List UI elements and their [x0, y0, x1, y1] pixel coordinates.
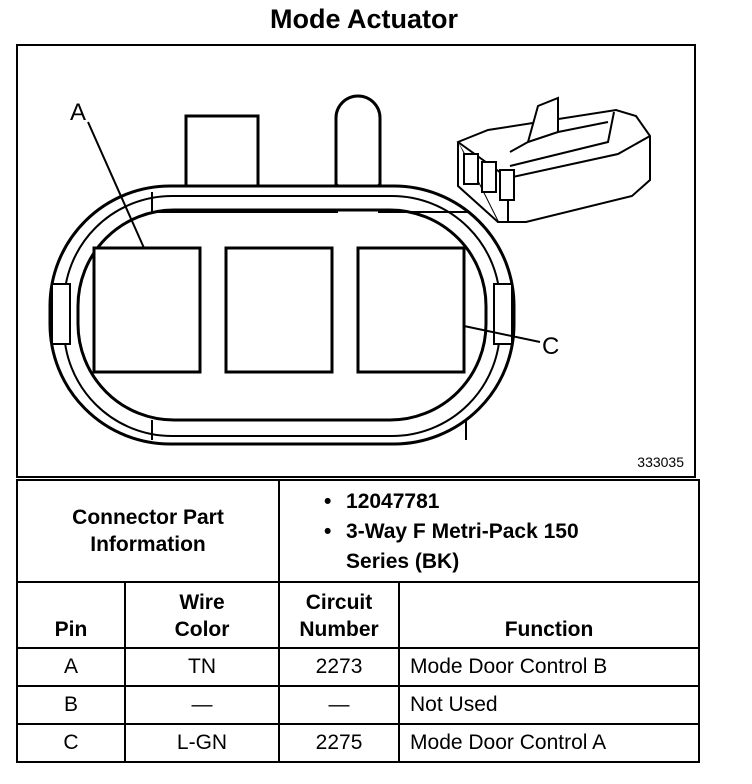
latch-block [184, 114, 260, 194]
wire-color-cell: — [123, 685, 281, 725]
leader-a [87, 121, 145, 249]
header-pin: Pin [16, 581, 126, 649]
circuit-cell: 2275 [278, 723, 401, 763]
cavity-c [356, 246, 466, 374]
function-cell: Mode Door Control B [398, 647, 701, 687]
header-row: Pin Wire Color Circuit Number Function [16, 581, 701, 649]
pin-label-a: A [70, 99, 86, 126]
key-tab [334, 94, 382, 192]
function-cell: Not Used [398, 685, 701, 725]
pin-cell: B [16, 685, 126, 725]
pin-label-c: C [542, 333, 559, 360]
part-info-label: Connector Part Information [15, 479, 281, 583]
connector-perspective-icon [456, 96, 651, 223]
function-cell: Mode Door Control A [398, 723, 701, 763]
header-circuit-number: Circuit Number [278, 581, 401, 649]
wire-color-cell: L-GN [123, 723, 281, 763]
figure-number: 333035 [637, 454, 684, 470]
table-row: C L-GN 2275 Mode Door Control A [16, 723, 701, 763]
leader-c [463, 325, 541, 343]
part-number: 12047781 [346, 490, 440, 513]
wire-color-cell: TN [123, 647, 281, 687]
connector-table: Connector Part Information •12047781 •3-… [15, 479, 701, 763]
pin-cell: A [16, 647, 126, 687]
connector-face-drawing: A C [48, 94, 651, 446]
header-wire-color: Wire Color [123, 581, 281, 649]
part-info-row: Connector Part Information •12047781 •3-… [15, 479, 701, 583]
cavity-a [92, 246, 202, 374]
table-row: A TN 2273 Mode Door Control B [16, 647, 701, 687]
table-row: B — — Not Used [16, 685, 701, 725]
header-function: Function [398, 581, 701, 649]
circuit-cell: — [278, 685, 401, 725]
page-title: Mode Actuator [270, 4, 458, 34]
connector-diagram: A C 333035 [16, 44, 696, 478]
cavity-b [224, 246, 334, 374]
pin-cell: C [16, 723, 126, 763]
connector-type: 3-Way F Metri-Pack 150 Series (BK) [346, 520, 579, 573]
part-info-items: •12047781 •3-Way F Metri-Pack 150 Series… [278, 479, 701, 583]
circuit-cell: 2273 [278, 647, 401, 687]
